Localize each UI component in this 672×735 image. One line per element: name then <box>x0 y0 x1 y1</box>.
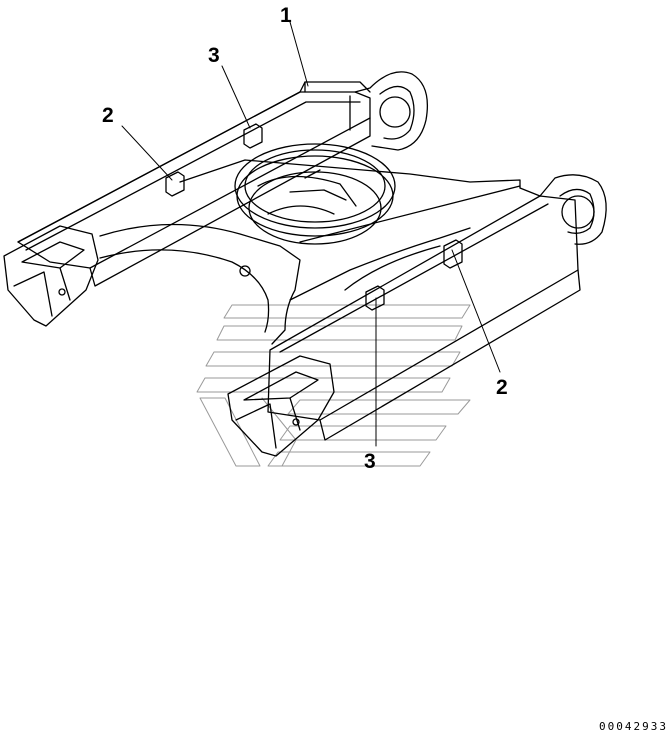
guard-bracket-lower-right <box>443 239 463 269</box>
guard-bracket-upper-left <box>165 171 185 197</box>
front-right-yoke <box>227 355 335 457</box>
mount-bracket-upper <box>243 123 263 149</box>
callout-part-3-upper: 3 <box>208 44 220 67</box>
drawing-number: 00042933 <box>599 720 668 733</box>
callout-part-1: 1 <box>280 4 292 27</box>
callout-part-2-upper: 2 <box>102 104 114 127</box>
swing-circle <box>234 143 396 245</box>
lower-side-frame <box>267 174 607 441</box>
upper-side-frame <box>17 71 429 287</box>
leader-lines <box>121 21 501 447</box>
center-body <box>99 159 521 345</box>
callout-part-3-lower: 3 <box>364 450 376 473</box>
mount-bracket-lower <box>365 285 385 311</box>
callout-part-2-lower: 2 <box>496 376 508 399</box>
front-left-yoke <box>3 225 99 327</box>
